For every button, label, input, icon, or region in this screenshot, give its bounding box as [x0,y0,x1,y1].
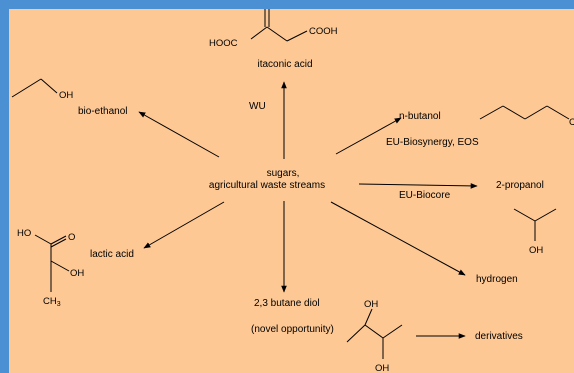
arrow-to-hydrogen [330,201,466,276]
butanediol-label: 2,3 butane diol [254,298,320,309]
lactic-acid-structure [34,234,70,292]
butanediol-oh-bottom: OH [375,363,389,373]
butanediol-structure [346,308,403,359]
diagram-canvas: sugars, agricultural waste streams HOOC … [9,9,574,373]
center-label-line1: sugars, [267,168,300,179]
itaconic-cooh: COOH [309,26,338,37]
ethanol-label: bio-ethanol [78,106,127,117]
arrow-to-propanol [358,183,478,189]
lactic-ho: HO [17,228,31,239]
lactic-acid-label: lactic acid [90,249,134,260]
ethanol-structure [11,78,58,98]
hydrogen-label: hydrogen [476,274,518,285]
butanol-note: EU-Biosynergy, EOS [386,137,479,148]
center-label-line2: agricultural waste streams [209,180,325,191]
arrow-to-ethanol [138,111,220,158]
itaconic-acid-structure [250,9,308,42]
butanediol-oh-top: OH [364,299,378,310]
lactic-o: O [68,232,75,243]
arrow-to-butanol [335,117,402,155]
butanediol-note: (novel opportunity) [251,324,334,335]
propanol-label: 2-propanol [496,180,544,191]
arrow-to-lactic [143,201,225,249]
propanol-structure [513,208,557,241]
itaconic-acid-label: itaconic acid [257,59,312,70]
butanol-label: n-butanol [399,111,441,122]
ethanol-oh: OH [59,90,73,101]
itaconic-hooc: HOOC [209,38,238,49]
propanol-note: EU-Biocore [399,190,451,201]
butanol-structure [479,105,570,120]
derivatives-label: derivatives [475,331,523,342]
itaconic-note: WU [249,101,266,112]
propanol-oh: OH [529,245,543,256]
lactic-oh: OH [70,268,84,279]
lactic-ch3: CH3 [43,296,61,308]
butanol-cut-group: C [569,117,574,128]
pathway-diagram: sugars, agricultural waste streams HOOC … [11,9,574,373]
